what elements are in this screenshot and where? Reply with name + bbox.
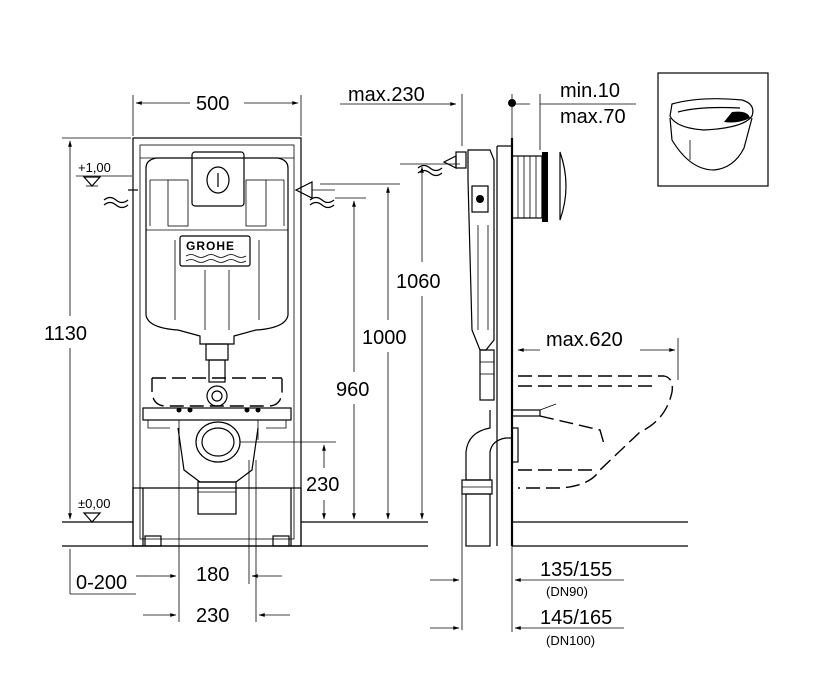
- side-view: [417, 138, 674, 547]
- side-dimensions: max.230 min.10 max.70 max.620 135/155 (D…: [340, 80, 679, 648]
- label-dn100: (DN100): [546, 633, 595, 648]
- dim-outlet-230: 230: [306, 474, 339, 496]
- dim-depth-max: max.230: [348, 84, 425, 106]
- dim-floor-range: 0-200: [76, 572, 127, 594]
- dim-bowl-max: max.620: [546, 329, 623, 351]
- dim-height-1060: 1060: [396, 271, 441, 293]
- dim-height-1130: 1130: [44, 323, 87, 345]
- toilet-side-dashed: [518, 375, 674, 489]
- level-top: +1,00: [78, 160, 111, 175]
- dim-pipe-230: 230: [196, 605, 229, 627]
- dim-height-1000: 1000: [362, 327, 407, 349]
- bowl-outline-dashed: [151, 377, 283, 407]
- dim-wall-min: min.10: [560, 80, 620, 102]
- grohe-logo: [179, 235, 251, 267]
- flush-plate: [191, 151, 245, 207]
- frame-outline: [132, 137, 302, 547]
- front-dimensions: 500 1130 +1,00 ±0,00 1060 1000 960: [44, 93, 460, 627]
- level-floor: ±0,00: [78, 496, 110, 511]
- front-view: GROHE: [103, 137, 335, 547]
- dim-wall-max: max.70: [560, 106, 626, 128]
- dim-dn90: 135/155: [540, 559, 612, 581]
- label-dn90: (DN90): [546, 584, 588, 599]
- logo-text: GROHE: [186, 239, 235, 253]
- dim-dn100: 145/165: [540, 607, 612, 629]
- dim-foot-180: 180: [196, 564, 229, 586]
- wall-hung-toilet-icon: [657, 72, 769, 187]
- side-flush-plate: [511, 155, 543, 219]
- dim-height-960: 960: [336, 379, 369, 401]
- cistern: [145, 157, 289, 345]
- dim-width-500: 500: [196, 93, 229, 115]
